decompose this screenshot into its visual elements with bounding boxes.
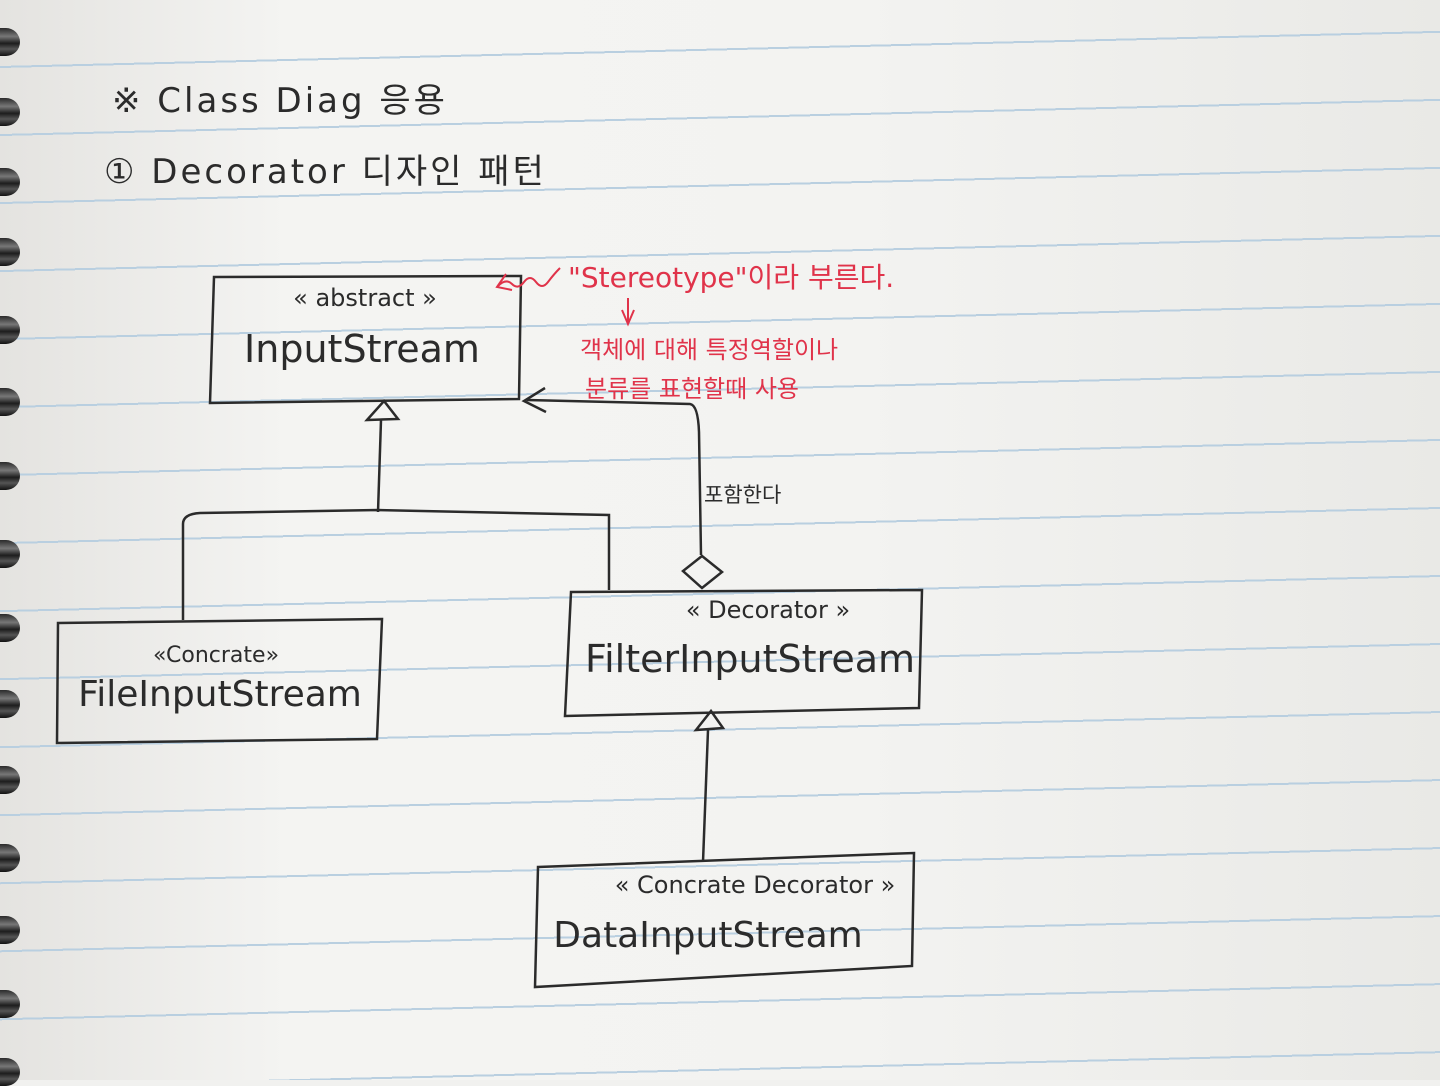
class-stereotype: « Concrate Decorator »	[615, 871, 896, 899]
aggregation-label: 포함한다	[704, 483, 781, 507]
down-arrow	[621, 298, 635, 327]
heading-line-1: ※ Class Diag 응용	[112, 81, 448, 121]
heading-line-2: ① Decorator 디자인 패턴	[104, 152, 547, 192]
aggregation-arrowhead	[521, 386, 547, 414]
stereotype-explanation-line-1: 객체에 대해 특정역할이나	[580, 336, 838, 364]
binding-ring	[0, 916, 20, 944]
binding-ring	[0, 540, 20, 568]
class-box-border	[563, 588, 924, 718]
class-box-border	[533, 851, 916, 989]
stereotype-explanation-line-2: 분류를 표현할때 사용	[585, 375, 799, 403]
binding-ring	[0, 690, 20, 718]
binding-ring	[0, 238, 20, 266]
binding-ring	[0, 1058, 20, 1086]
binding-ring	[0, 28, 20, 56]
inheritance-line	[701, 729, 710, 863]
aggregation-connector: 포함한다	[521, 386, 781, 590]
generalization-connector	[693, 708, 726, 863]
inheritance-triangle	[693, 708, 726, 732]
binding-ring	[0, 316, 20, 344]
class-name: InputStream	[244, 327, 480, 371]
stereotype-annotation: "Stereotype"이라 부른다. 객체에 대해 특정역할이나 분류를 표현…	[495, 261, 894, 403]
binding-ring	[0, 844, 20, 872]
binding-ring	[0, 388, 20, 416]
class-box-input-stream: « abstract » InputStream	[208, 274, 523, 405]
class-box-border	[208, 274, 523, 405]
inheritance-triangle	[364, 399, 401, 422]
binding-ring	[0, 766, 20, 794]
binding-ring	[0, 462, 20, 490]
binding-ring	[0, 98, 20, 126]
class-name: DataInputStream	[553, 915, 862, 956]
inheritance-line	[181, 508, 611, 620]
class-name: FileInputStream	[78, 674, 362, 715]
binding-ring	[0, 614, 20, 642]
binding-ring	[0, 168, 20, 196]
class-stereotype: « abstract »	[293, 284, 437, 312]
class-name: FilterInputStream	[585, 637, 915, 681]
squiggle-arrowhead	[495, 273, 513, 291]
class-stereotype: « Decorator »	[686, 596, 850, 624]
binding-ring	[0, 990, 20, 1018]
class-stereotype: «Concrate»	[153, 643, 279, 668]
aggregation-line	[526, 398, 703, 556]
class-box-border	[55, 617, 384, 745]
generalization-connector	[181, 399, 611, 620]
class-box-filter-input-stream: « Decorator » FilterInputStream	[563, 588, 924, 718]
aggregation-diamond	[681, 554, 725, 590]
squiggle-pointer	[497, 267, 561, 288]
stereotype-note: "Stereotype"이라 부른다.	[568, 261, 894, 294]
inheritance-line	[376, 419, 383, 513]
class-box-data-input-stream: « Concrate Decorator » DataInputStream	[533, 851, 916, 989]
class-box-file-input-stream: «Concrate» FileInputStream	[55, 617, 384, 745]
